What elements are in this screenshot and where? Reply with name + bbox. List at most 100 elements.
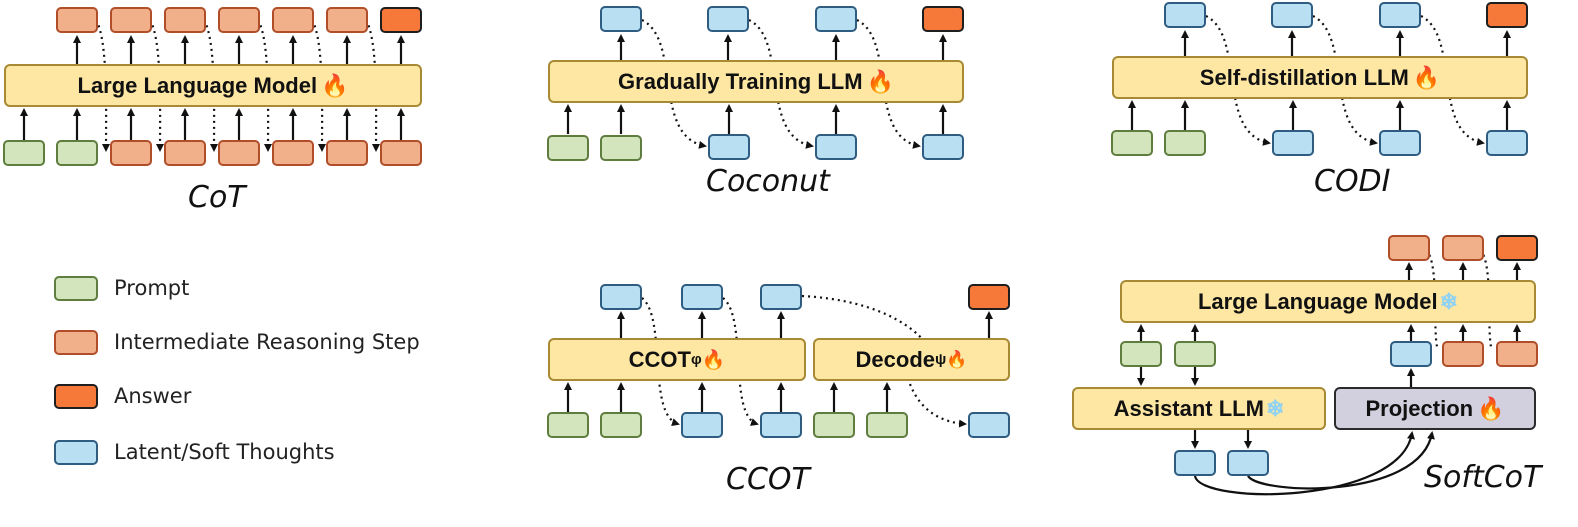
reasoning-token [110,7,152,33]
ccot-encoder-label: CCOT [628,346,691,372]
reasoning-token [1442,235,1484,261]
softcot-projection-label: Projection [1365,395,1474,421]
prompt-token [1174,341,1216,367]
answer-token [380,7,422,33]
coconut-llm-label: Gradually Training LLM [618,68,863,94]
latent-token [760,284,802,310]
legend-latent-label: Latent/Soft Thoughts [114,440,335,464]
answer-token [1486,2,1528,28]
softcot-llm-label: Large Language Model [1197,288,1438,314]
latent-token [707,6,749,32]
cot-llm-label: Large Language Model [77,72,318,98]
snowflake-icon: ❄ [1439,288,1459,314]
latent-token [1390,341,1432,367]
latent-token [1379,130,1421,156]
prompt-token [547,135,589,161]
reasoning-token [272,7,314,33]
reasoning-token [164,140,206,166]
prompt-token [1111,130,1153,156]
latent-token [1164,2,1206,28]
latent-token [681,284,723,310]
codi-llm-label: Self-distillation LLM [1199,64,1409,90]
ccot-caption: CCOT [726,462,810,497]
dotted-feedback-arrow [1420,15,1485,146]
latent-token [1379,2,1421,28]
reasoning-token [1442,341,1484,367]
prompt-token [547,412,589,438]
prompt-token [3,140,45,166]
fire-icon: 🔥 [1477,395,1505,421]
legend-reasoning-swatch [54,330,98,355]
latent-token [815,6,857,32]
coconut-caption: Coconut [706,164,830,199]
softcot-llm-bar: Large Language Model ❄ [1120,280,1536,323]
ccot-decoder-label: Decode [855,346,935,372]
prompt-token [600,412,642,438]
fire-icon: 🔥 [946,349,968,369]
legend-prompt-label: Prompt [114,276,190,300]
softcot-projection-bar: Projection 🔥 [1334,387,1536,430]
latent-token [1271,2,1313,28]
legend-answer-label: Answer [114,384,192,408]
latent-token [760,412,802,438]
ccot-decoder-subscript: ψ [935,351,947,368]
latent-token [922,134,964,160]
reasoning-token [1496,341,1538,367]
latent-token [968,412,1010,438]
reasoning-token [56,7,98,33]
codi-caption: CODI [1314,164,1391,199]
legend-reasoning-label: Intermediate Reasoning Step [114,330,420,354]
prompt-token [1120,341,1162,367]
softcot-assistant-label: Assistant LLM [1113,395,1264,421]
softcot-assistant-bar: Assistant LLM ❄ [1072,387,1326,430]
latent-token [815,134,857,160]
dotted-feedback-arrow [641,297,680,426]
reasoning-token [272,140,314,166]
fire-icon: 🔥 [1412,64,1441,90]
softcot-caption: SoftCoT [1424,460,1542,495]
latent-token [708,134,750,160]
legend-latent-swatch [54,440,98,465]
answer-token [1496,235,1538,261]
dotted-feedback-arrow [1312,15,1378,146]
latent-token [1486,130,1528,156]
latent-token [600,6,642,32]
prompt-token [1164,130,1206,156]
latent-token [681,412,723,438]
legend-answer-swatch [54,384,98,409]
reasoning-token [218,7,260,33]
projection-input-curve [1193,431,1415,496]
prompt-token [813,412,855,438]
dotted-feedback-arrow [1205,15,1271,146]
latent-token [1272,130,1314,156]
snowflake-icon: ❄ [1265,395,1285,421]
reasoning-token [1388,235,1430,261]
cot-caption: CoT [188,180,246,215]
fire-icon: 🔥 [866,68,894,94]
legend-prompt-swatch [54,276,98,301]
reasoning-token [326,7,368,33]
prompt-token [600,135,642,161]
latent-token [1227,450,1269,476]
dotted-feedback-arrow [908,383,967,428]
reasoning-token [164,7,206,33]
reasoning-token [110,140,152,166]
codi-llm-bar: Self-distillation LLM 🔥 [1112,56,1528,99]
reasoning-token [218,140,260,166]
answer-token [922,6,964,32]
coconut-llm-bar: Gradually Training LLM 🔥 [548,60,964,103]
projection-input-curve [1247,431,1435,490]
latent-token [600,284,642,310]
fire-icon: 🔥 [701,349,726,371]
latent-token [1174,450,1216,476]
fire-icon: 🔥 [321,72,349,98]
ccot-encoder-subscript: φ [690,351,702,368]
prompt-token [866,412,908,438]
answer-token [968,284,1010,310]
cot-llm-bar: Large Language Model 🔥 [4,64,422,107]
dotted-feedback-arrow [722,297,759,426]
